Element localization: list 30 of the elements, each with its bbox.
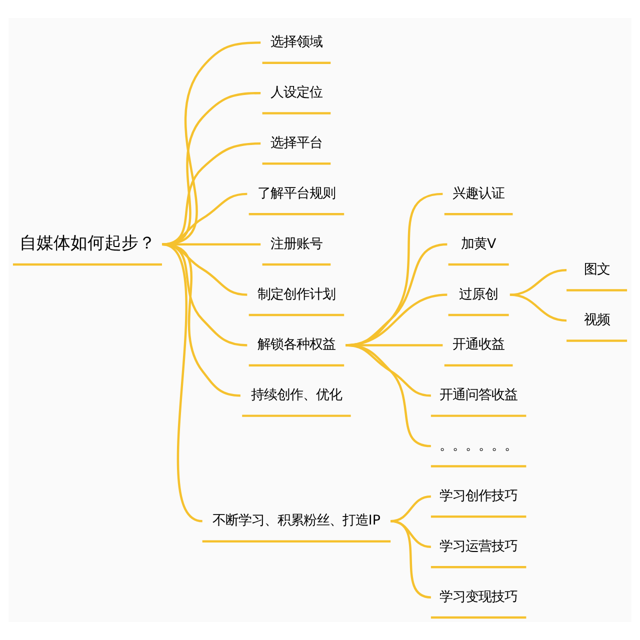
node-text: 。。。。。。 bbox=[440, 438, 518, 454]
node-text: 解锁各种权益 bbox=[257, 338, 336, 353]
node-text: 自媒体如何起步？ bbox=[19, 232, 156, 252]
connector bbox=[390, 520, 432, 598]
node-text: 学习变现技巧 bbox=[440, 590, 518, 605]
connector bbox=[510, 269, 567, 296]
node-text: 学习运营技巧 bbox=[440, 539, 518, 554]
node-text: 注册账号 bbox=[270, 236, 322, 252]
node-text: 过原创 bbox=[459, 287, 498, 302]
node-text: 制定创作计划 bbox=[257, 287, 336, 302]
connector bbox=[162, 42, 261, 246]
node-text: 图文 bbox=[584, 262, 610, 278]
node-text: 视频 bbox=[584, 313, 610, 328]
connector bbox=[162, 92, 261, 246]
connector bbox=[162, 243, 203, 522]
node-text: 人设定位 bbox=[270, 86, 322, 101]
node-text: 学习创作技巧 bbox=[440, 488, 518, 504]
node-text: 开通收益 bbox=[452, 338, 505, 353]
connector bbox=[510, 294, 567, 322]
connector bbox=[346, 344, 432, 448]
node-text: 了解平台规则 bbox=[257, 186, 336, 202]
connector bbox=[162, 243, 240, 397]
node-text: 加黄V bbox=[460, 236, 496, 252]
connector bbox=[162, 142, 261, 246]
node-text: 持续创作、优化 bbox=[250, 388, 342, 404]
node-text: 开通问答收益 bbox=[440, 388, 518, 404]
node-text: 选择平台 bbox=[270, 136, 322, 151]
node-text: 兴趣认证 bbox=[452, 186, 505, 202]
node-text: 不断学习、积累粉丝、打造IP bbox=[212, 514, 381, 529]
node-text: 选择领域 bbox=[270, 35, 322, 50]
